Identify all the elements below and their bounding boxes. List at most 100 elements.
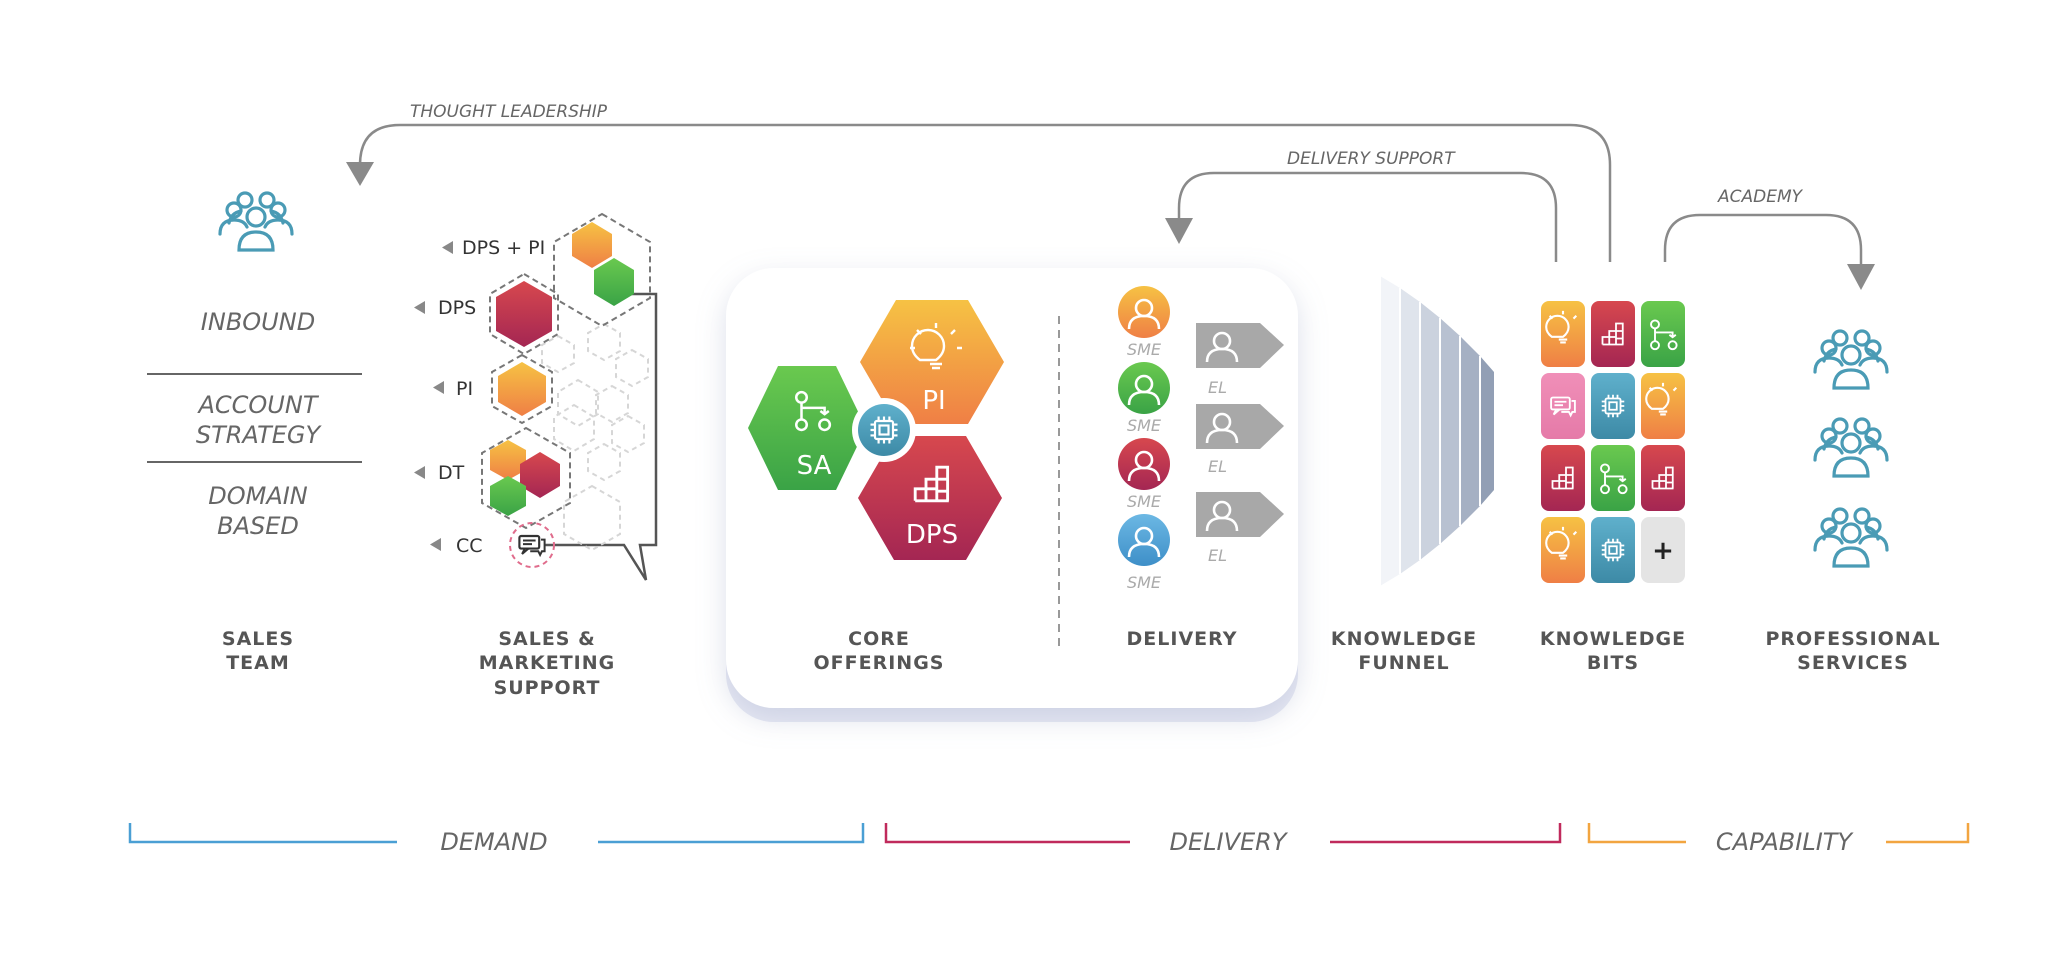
core-offerings-group: SA PI DPS CORE OFFERINGS	[748, 300, 1004, 674]
bit-tile	[1591, 445, 1635, 511]
dps-pi-hex-outline	[553, 212, 651, 328]
dps-label: DPS	[906, 520, 958, 550]
knowledge-funnel-group: KNOWLEDGE FUNNEL	[1331, 268, 1494, 674]
professional-services-group: PROFESSIONAL SERVICES	[1765, 329, 1940, 674]
delivery-group: SME SME SME SME EL EL EL DELIVERY	[1118, 286, 1284, 650]
core-offerings-title-2: OFFERINGS	[814, 652, 945, 674]
dps-hex	[858, 436, 1002, 560]
capability-label: CAPABILITY	[1716, 828, 1855, 856]
dt-hex-outline	[481, 426, 571, 530]
sales-team-title-1: SALES	[222, 628, 294, 650]
dps-label: DPS	[438, 297, 476, 319]
delivery-title: DELIVERY	[1127, 628, 1238, 650]
bit-tile	[1541, 445, 1585, 511]
plus-icon[interactable]: +	[1652, 536, 1674, 566]
bit-tile	[1641, 445, 1685, 511]
knowledge-bits-title-2: BITS	[1587, 652, 1639, 674]
sales-team-group: INBOUND ACCOUNT STRATEGY DOMAIN BASED SA…	[147, 191, 362, 674]
delivery-bracket	[884, 823, 1562, 844]
dt-orange-hex	[490, 440, 526, 480]
sme-avatar	[1118, 362, 1170, 414]
dps-hex	[496, 281, 552, 347]
sme-label: SME	[1127, 416, 1162, 435]
domain-based-label-2: BASED	[217, 512, 299, 540]
delivery-support-arrowhead	[1165, 218, 1193, 244]
dt-green-hex	[490, 476, 526, 516]
account-strategy-label-2: STRATEGY	[196, 421, 323, 449]
thought-leadership-arrow	[358, 123, 1612, 262]
academy-arrow	[1663, 213, 1863, 270]
bit-tile	[1591, 517, 1635, 583]
el-label: EL	[1208, 546, 1227, 565]
sales-marketing-title-2: MARKETING	[479, 652, 615, 674]
sme-avatar	[1118, 286, 1170, 338]
core-offerings-title-1: CORE	[848, 628, 910, 650]
team-icon	[1813, 329, 1889, 390]
dt-label: DT	[438, 462, 465, 484]
faded-hexes	[541, 322, 649, 552]
chat-icon	[518, 534, 546, 558]
professional-services-title-2: SERVICES	[1797, 652, 1909, 674]
bulb-icon	[910, 323, 962, 370]
arrow-tri	[414, 466, 425, 479]
academy-arrowhead	[1847, 264, 1875, 290]
cc-circle	[509, 522, 555, 568]
knowledge-bits-group: + KNOWLEDGE BITS	[1540, 301, 1686, 674]
team-icon	[1813, 507, 1889, 568]
dps-pi-label: DPS + PI	[462, 237, 545, 259]
sme-avatar	[1118, 514, 1170, 566]
capability-bracket	[1587, 823, 1970, 844]
sales-marketing-group: DPS + PI DPS PI DT CC SALES & MARKETING …	[414, 212, 658, 699]
knowledge-bits-title-1: KNOWLEDGE	[1540, 628, 1686, 650]
arrow-tri	[433, 381, 444, 394]
bracket-line	[545, 292, 658, 581]
bit-tile	[1591, 301, 1635, 367]
dt-crimson-hex	[520, 452, 560, 498]
sme-label: SME	[1127, 340, 1162, 359]
sme-label: SME	[1127, 492, 1162, 511]
bulb-icon	[1545, 526, 1578, 560]
demand-label: DEMAND	[440, 828, 547, 856]
pi-label: PI	[922, 386, 945, 416]
funnel-shape	[1370, 268, 1494, 594]
sme-label: SME	[1127, 573, 1162, 592]
sme-avatar	[1118, 438, 1170, 490]
team-icon	[1813, 417, 1889, 478]
thought-leadership-arrowhead	[346, 162, 374, 186]
bulb-icon	[1545, 310, 1578, 344]
delivery-bracket-label: DELIVERY	[1169, 828, 1288, 856]
thought-leadership-label: THOUGHT LEADERSHIP	[410, 102, 608, 122]
add-bit-tile[interactable]	[1641, 517, 1685, 583]
inbound-label: INBOUND	[201, 308, 315, 336]
team-icon	[218, 191, 294, 252]
pi-hex	[572, 222, 612, 268]
pi-label: PI	[456, 378, 473, 400]
sales-marketing-title-1: SALES &	[498, 628, 595, 650]
pi-hex-outline	[491, 353, 553, 425]
delivery-support-arrow	[1177, 171, 1558, 262]
green-hex	[594, 258, 634, 306]
academy-label: ACADEMY	[1717, 187, 1804, 207]
funnel-title-1: KNOWLEDGE	[1331, 628, 1477, 650]
el-label: EL	[1208, 457, 1227, 476]
sa-label: SA	[797, 451, 832, 481]
professional-services-title-1: PROFESSIONAL	[1765, 628, 1940, 650]
bulb-icon	[1645, 382, 1678, 416]
demand-bracket	[128, 823, 865, 844]
pi-hex	[498, 362, 546, 416]
domain-based-label-1: DOMAIN	[208, 482, 308, 510]
arrow-tri	[414, 301, 425, 314]
el-label: EL	[1208, 378, 1227, 397]
sales-team-title-2: TEAM	[226, 652, 290, 674]
funnel-title-2: FUNNEL	[1358, 652, 1449, 674]
account-strategy-label-1: ACCOUNT	[196, 391, 319, 419]
cc-label: CC	[456, 535, 483, 557]
arrow-tri	[430, 538, 441, 551]
pi-hex	[860, 300, 1004, 424]
chip-badge-inner	[858, 404, 910, 456]
bit-tile	[1591, 373, 1635, 439]
bit-tile	[1641, 301, 1685, 367]
delivery-support-label: DELIVERY SUPPORT	[1287, 149, 1456, 169]
arrow-tri	[442, 241, 453, 254]
